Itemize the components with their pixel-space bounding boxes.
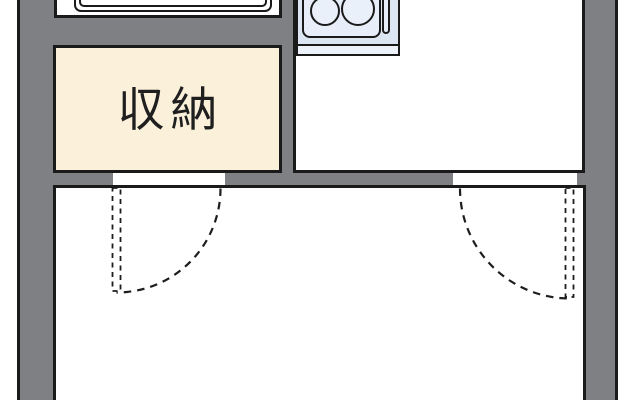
storage-room: 収納 (53, 45, 282, 173)
burner-right-icon (341, 0, 375, 26)
storage-room-label: 収納 (117, 82, 224, 136)
burner-left-icon (310, 0, 340, 26)
wall-left (17, 0, 56, 400)
wall-right (582, 0, 618, 400)
stove-side-rail (382, 0, 390, 34)
stove-front-edge (298, 44, 398, 54)
doorway-gap-left (113, 173, 225, 185)
doorway-gap-right (453, 173, 577, 185)
main-room (53, 185, 586, 400)
bathtub-rim (79, 0, 267, 7)
